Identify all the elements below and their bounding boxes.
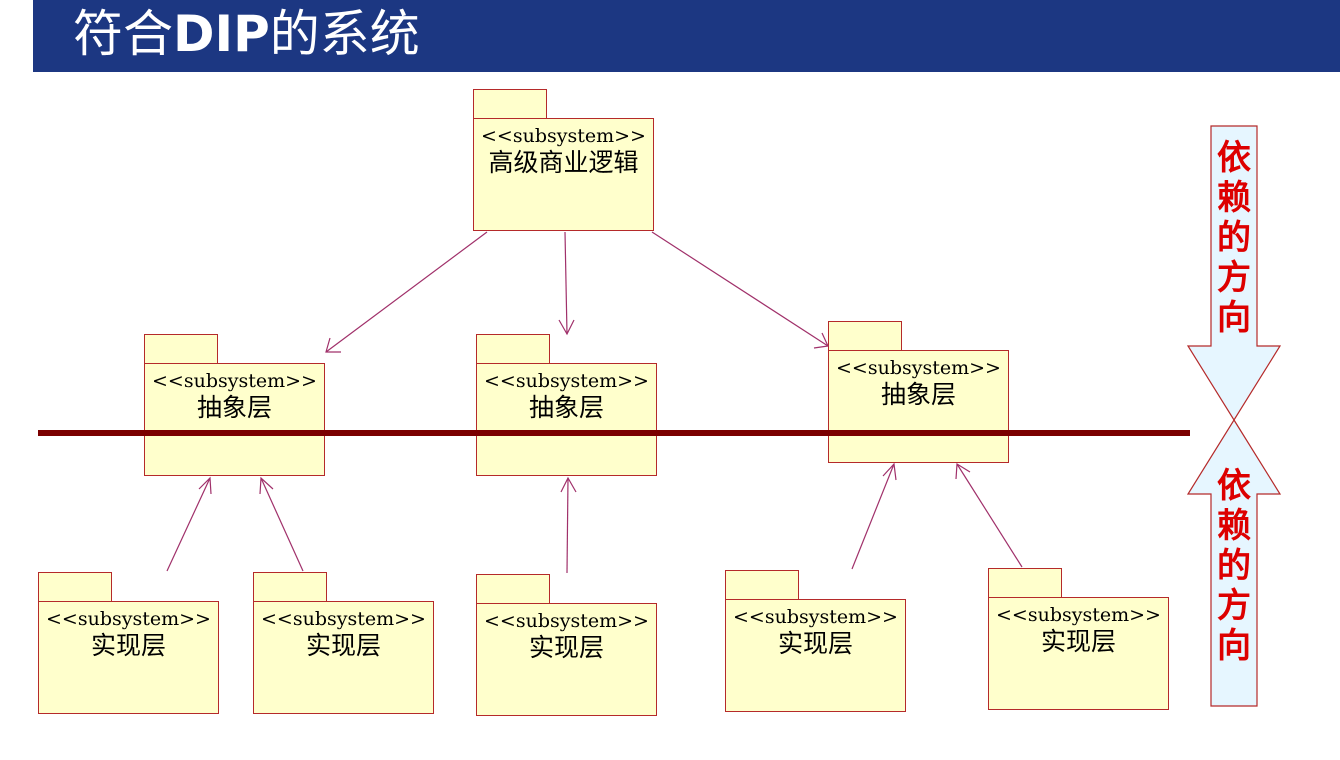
- package-name: 实现层: [777, 629, 853, 658]
- package-tab: [476, 574, 550, 604]
- package-stereotype: <<subsystem>>: [152, 370, 317, 392]
- dependency-arrow: [564, 231, 568, 335]
- package-impl-2[interactable]: <<subsystem>> 实现层: [253, 572, 434, 714]
- package-tab: [253, 572, 327, 602]
- package-body: <<subsystem>> 高级商业逻辑: [473, 118, 654, 231]
- arrow-head: [259, 476, 274, 495]
- package-body: <<subsystem>> 实现层: [725, 599, 906, 712]
- package-tab: [988, 568, 1062, 598]
- package-body: <<subsystem>> 实现层: [476, 603, 657, 716]
- package-body: <<subsystem>> 抽象层: [144, 363, 325, 476]
- package-body: <<subsystem>> 抽象层: [828, 350, 1009, 463]
- arrow-head: [558, 319, 575, 336]
- package-abstract-3[interactable]: <<subsystem>> 抽象层: [828, 321, 1009, 463]
- package-name: 抽象层: [880, 380, 956, 409]
- package-stereotype: <<subsystem>>: [481, 125, 646, 147]
- package-stereotype: <<subsystem>>: [261, 608, 426, 630]
- package-tab: [725, 570, 799, 600]
- package-name: 抽象层: [196, 393, 272, 422]
- package-body: <<subsystem>> 实现层: [988, 597, 1169, 710]
- package-abstract-1[interactable]: <<subsystem>> 抽象层: [144, 334, 325, 476]
- package-tab: [828, 321, 902, 351]
- package-abstract-2[interactable]: <<subsystem>> 抽象层: [476, 334, 657, 476]
- package-stereotype: <<subsystem>>: [996, 604, 1161, 626]
- page-title: 符合DIP的系统: [73, 5, 420, 63]
- dependency-arrow: [166, 477, 211, 572]
- package-impl-3[interactable]: <<subsystem>> 实现层: [476, 574, 657, 716]
- direction-down-label: 依赖的方向: [1217, 138, 1251, 338]
- package-impl-4[interactable]: <<subsystem>> 实现层: [725, 570, 906, 712]
- package-body: <<subsystem>> 实现层: [38, 601, 219, 714]
- package-name: 实现层: [528, 633, 604, 662]
- package-impl-5[interactable]: <<subsystem>> 实现层: [988, 568, 1169, 710]
- package-high-level-logic[interactable]: <<subsystem>> 高级商业逻辑: [473, 89, 654, 231]
- direction-up-label: 依赖的方向: [1217, 466, 1251, 666]
- dependency-arrow: [956, 463, 1023, 568]
- direction-up-arrow: [1186, 418, 1282, 707]
- package-name: 实现层: [305, 631, 381, 660]
- package-impl-1[interactable]: <<subsystem>> 实现层: [38, 572, 219, 714]
- arrow-head: [325, 337, 341, 353]
- package-stereotype: <<subsystem>>: [484, 610, 649, 632]
- dependency-arrow: [851, 463, 895, 570]
- package-body: <<subsystem>> 实现层: [253, 601, 434, 714]
- dependency-arrow: [260, 477, 304, 572]
- package-name: 抽象层: [528, 393, 604, 422]
- package-tab: [476, 334, 550, 364]
- arrow-head: [198, 476, 212, 495]
- package-body: <<subsystem>> 抽象层: [476, 363, 657, 476]
- package-stereotype: <<subsystem>>: [733, 606, 898, 628]
- package-stereotype: <<subsystem>>: [484, 370, 649, 392]
- dependency-arrow: [325, 231, 488, 353]
- arrow-head: [560, 476, 577, 493]
- package-stereotype: <<subsystem>>: [836, 357, 1001, 379]
- package-name: 实现层: [90, 631, 166, 660]
- title-bar: 符合DIP的系统: [33, 0, 1340, 72]
- package-tab: [473, 89, 547, 119]
- package-tab: [144, 334, 218, 364]
- package-name: 高级商业逻辑: [488, 148, 639, 177]
- arrow-head: [882, 462, 897, 481]
- dependency-arrow: [566, 477, 569, 574]
- arrow-head: [813, 332, 829, 349]
- direction-down-arrow: [1186, 125, 1282, 422]
- package-stereotype: <<subsystem>>: [46, 608, 211, 630]
- dependency-arrow: [651, 231, 829, 347]
- package-tab: [38, 572, 112, 602]
- package-name: 实现层: [1040, 627, 1116, 656]
- arrow-head: [955, 462, 971, 480]
